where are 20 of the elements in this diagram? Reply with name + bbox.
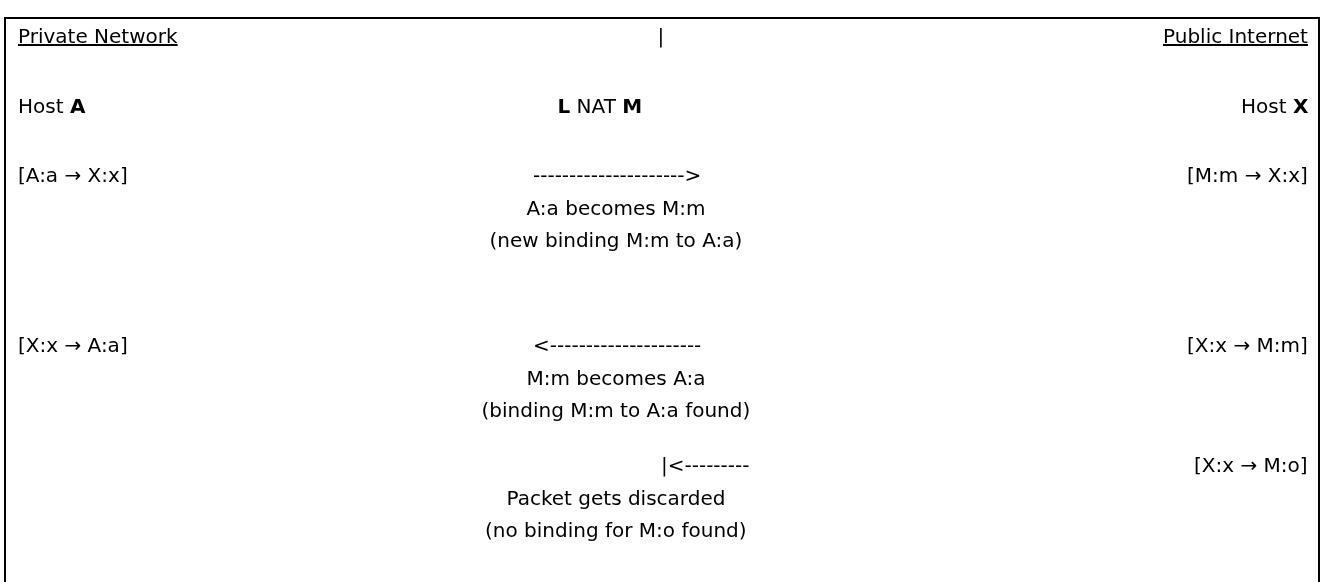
text-arrow: <--------------------- — [533, 333, 702, 357]
heading: Private Network — [18, 24, 178, 48]
packet-address: [X:x → M:o] — [1194, 453, 1308, 477]
note-text: (new binding M:m to A:a) — [489, 228, 743, 252]
packet-address: [A:a → X:x] — [18, 163, 128, 187]
note-text: Packet gets discarded — [506, 486, 726, 510]
heading: Public Internet — [1163, 24, 1308, 48]
text-arrow: ---------------------> — [533, 163, 702, 187]
nat-label: L NAT M — [557, 94, 643, 118]
packet-address: [M:m → X:x] — [1187, 163, 1308, 187]
divider-mark: | — [657, 24, 665, 48]
host-label: Host X — [1241, 94, 1309, 118]
host-label: Host A — [18, 94, 86, 118]
note-text: M:m becomes A:a — [526, 366, 706, 390]
note-text: A:a becomes M:m — [526, 196, 706, 220]
packet-address: [X:x → A:a] — [18, 333, 128, 357]
note-text: (binding M:m to A:a found) — [481, 398, 751, 422]
text-arrow: |<--------- — [661, 453, 750, 477]
packet-address: [X:x → M:m] — [1187, 333, 1308, 357]
note-text: (no binding for M:o found) — [485, 518, 747, 542]
